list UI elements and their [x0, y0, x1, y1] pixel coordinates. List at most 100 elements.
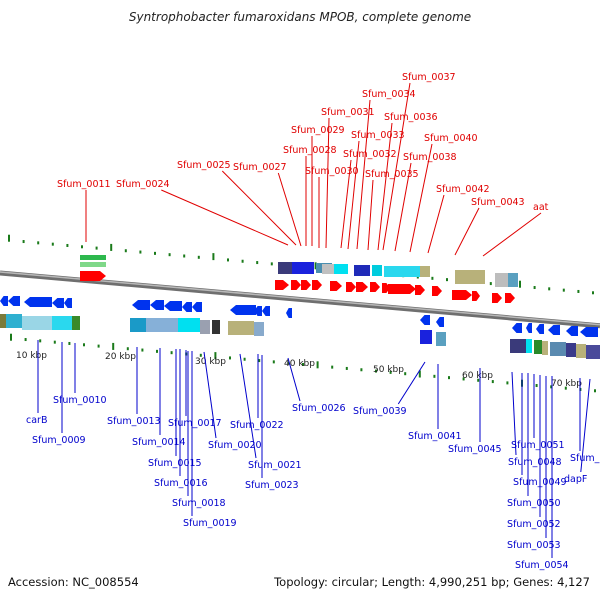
tick-mark-bottom	[10, 333, 12, 341]
tick-mark-top	[489, 282, 492, 286]
reverse-gene-label: Sfum_0009	[32, 435, 86, 446]
reverse-gene-block	[510, 339, 526, 353]
reverse-leader-line	[397, 361, 426, 405]
tick-mark-bottom	[39, 339, 42, 343]
reverse-gene-block	[178, 318, 200, 332]
tick-mark-top	[577, 289, 580, 293]
reverse-gene-arrow	[52, 298, 64, 308]
forward-gene-label: Sfum_0043	[471, 197, 525, 208]
reverse-gene-arrow	[436, 317, 444, 327]
reverse-gene-block	[254, 322, 264, 336]
ruler-label: 10 kbp	[16, 351, 47, 361]
reverse-gene-label: Sfum_0053	[507, 540, 561, 551]
forward-gene-block	[508, 273, 518, 287]
forward-gene-arrow	[370, 282, 380, 292]
forward-gene-label: Sfum_0042	[436, 184, 490, 195]
tick-mark-top	[431, 276, 434, 280]
reverse-gene-arrow	[420, 315, 430, 325]
reverse-gene-arrow	[64, 298, 72, 308]
reverse-gene-label: Sfum_0026	[292, 403, 346, 414]
tick-mark-top	[168, 253, 171, 257]
tick-mark-bottom	[243, 357, 246, 361]
tick-mark-bottom	[462, 377, 465, 381]
forward-gene-label: Sfum_0038	[403, 152, 457, 163]
reverse-gene-arrow	[254, 306, 262, 316]
reverse-gene-label: Sfum_0050	[507, 498, 561, 509]
tick-mark-bottom	[433, 374, 436, 378]
tick-mark-top	[154, 251, 156, 255]
genome-title: Syntrophobacter fumaroxidans MPOB, compl…	[128, 10, 472, 24]
forward-gene-arrow	[472, 291, 480, 301]
reverse-gene-label: Sfum_0045	[448, 444, 502, 455]
tick-mark-bottom	[302, 363, 304, 366]
reverse-gene-label: Sfum_0010	[53, 395, 107, 406]
tick-mark-bottom	[126, 347, 129, 351]
forward-gene-block	[384, 266, 420, 277]
reverse-gene-arrow	[286, 308, 292, 318]
reverse-leader-line	[511, 371, 517, 456]
tick-mark-bottom	[272, 360, 275, 364]
tick-mark-bottom	[491, 380, 494, 384]
reverse-gene-label: Sfum_0051	[511, 440, 565, 451]
forward-gene-label: Sfum_0029	[291, 125, 345, 136]
tick-mark-bottom	[375, 369, 377, 373]
tick-mark-bottom	[97, 344, 100, 348]
forward-leader-line	[277, 172, 302, 247]
reverse-gene-label: Sfum_0020	[208, 440, 262, 451]
reverse-gene-label: Sfum_0023	[245, 480, 299, 491]
tick-mark-top	[51, 242, 54, 246]
reverse-gene-label: Sfum_0021	[248, 460, 302, 471]
reverse-gene-block	[566, 343, 576, 357]
tick-mark-bottom	[506, 381, 509, 385]
accession-text: Accession: NC_008554	[8, 575, 139, 589]
forward-leader-line	[409, 143, 433, 253]
tick-mark-bottom	[535, 384, 538, 388]
reverse-gene-arrow	[192, 302, 202, 312]
reverse-gene-arrow	[512, 323, 522, 333]
reverse-gene-label: Sfum_0013	[107, 416, 161, 427]
reverse-gene-block	[534, 340, 542, 354]
reverse-gene-block	[436, 332, 446, 346]
reverse-gene-block	[22, 316, 52, 330]
reverse-gene-arrow	[182, 302, 192, 312]
tick-mark-bottom	[141, 348, 144, 352]
tick-mark-bottom	[594, 389, 596, 393]
tick-mark-bottom	[229, 356, 231, 360]
reverse-gene-block	[146, 318, 178, 332]
tick-mark-top	[110, 243, 113, 251]
tick-mark-bottom	[53, 340, 56, 344]
forward-leader-line	[347, 140, 360, 250]
tick-mark-top	[241, 259, 244, 263]
forward-leader-line	[394, 162, 412, 252]
tick-mark-bottom	[477, 378, 480, 382]
reverse-leader-line	[203, 351, 217, 439]
forward-gene-arrow	[291, 280, 301, 290]
reverse-gene-arrow	[262, 306, 270, 316]
forward-gene-label: Sfum_0037	[402, 72, 456, 83]
reverse-gene-block	[550, 342, 566, 356]
reverse-gene-arrow	[164, 301, 182, 311]
reverse-gene-arrow	[0, 296, 8, 306]
reverse-gene-label: dapF	[564, 474, 587, 485]
forward-gene-arrow	[80, 271, 106, 281]
tick-mark-bottom	[258, 359, 261, 363]
tick-mark-top	[139, 250, 142, 254]
forward-gene-block	[420, 266, 430, 277]
reverse-gene-block	[200, 320, 210, 334]
forward-gene-label: Sfum_0036	[384, 112, 438, 123]
tick-mark-bottom	[316, 361, 319, 369]
reverse-gene-block	[586, 345, 600, 359]
forward-gene-label: aat	[533, 202, 549, 213]
forward-gene-arrow	[432, 286, 442, 296]
reverse-gene-arrow	[548, 325, 560, 335]
ruler-label: 70 kbp	[551, 379, 582, 389]
forward-gene-label: Sfum_0032	[343, 149, 397, 160]
tick-mark-top	[533, 286, 536, 290]
tick-mark-bottom	[404, 372, 407, 376]
reverse-gene-block	[228, 321, 254, 335]
forward-gene-block	[80, 262, 106, 267]
ruler-label: 30 kbp	[195, 357, 226, 367]
tick-mark-bottom	[550, 385, 553, 389]
tick-mark-bottom	[331, 365, 334, 369]
forward-gene-arrow	[452, 290, 472, 300]
